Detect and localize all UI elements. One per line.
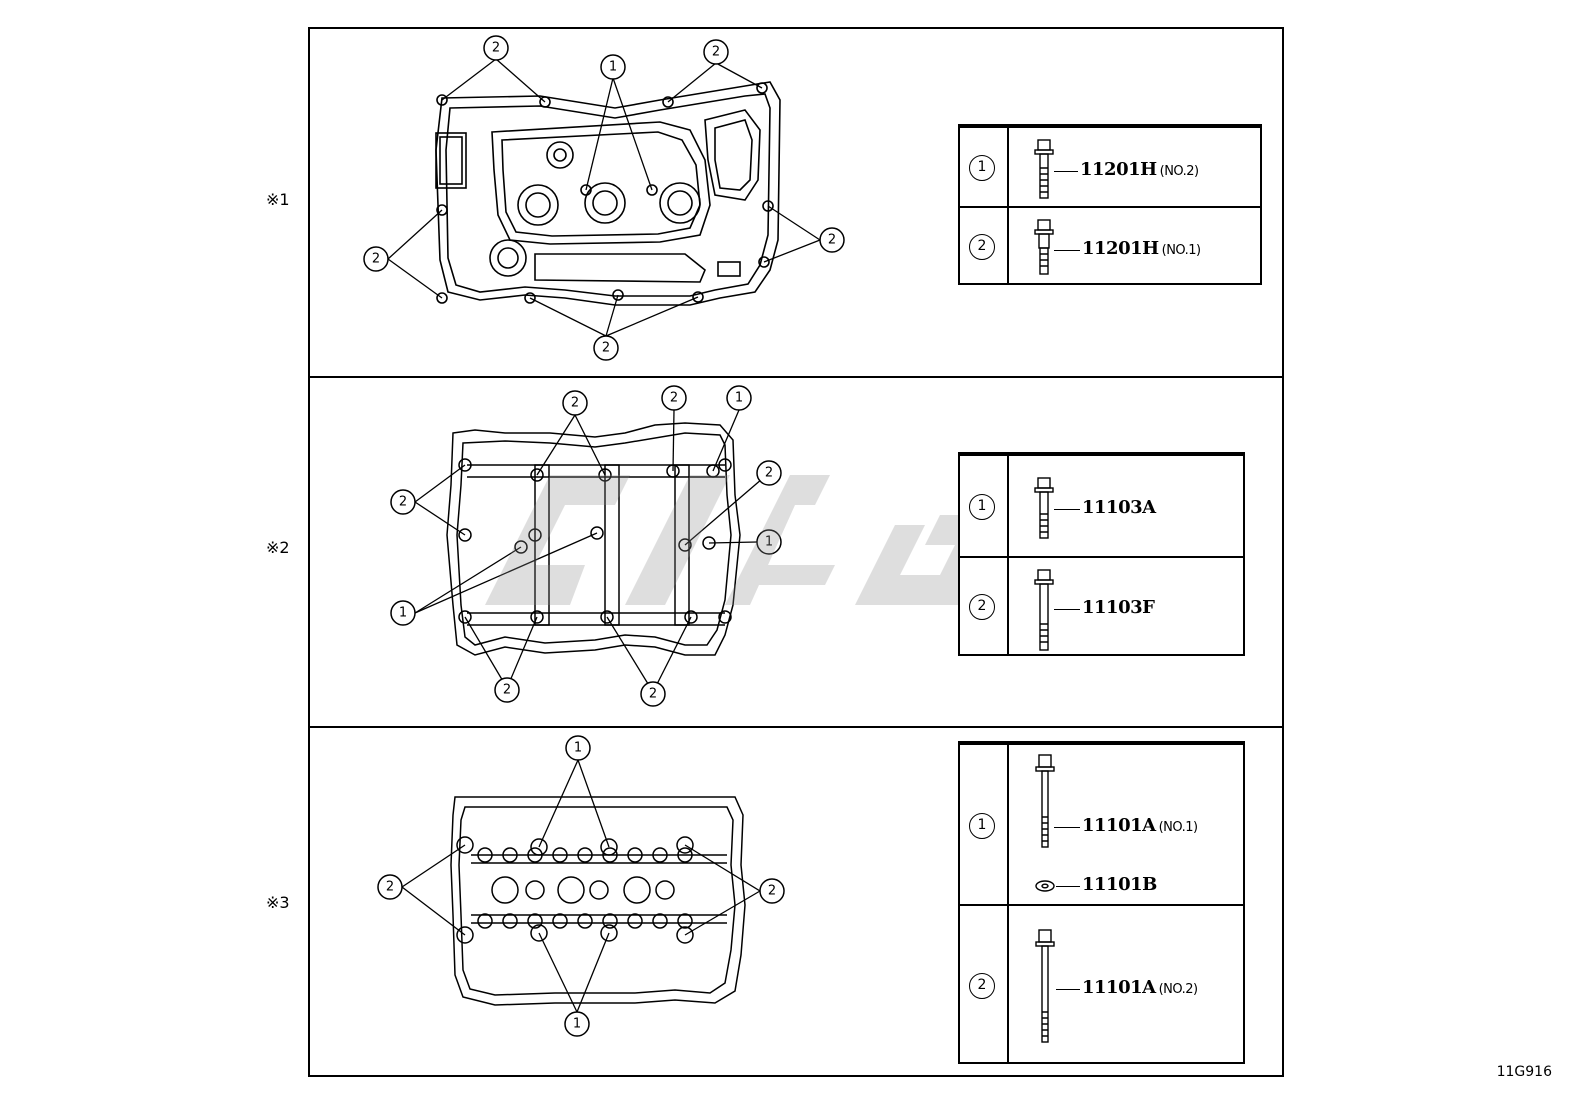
callout-2: 2 [765,466,773,481]
cylinder-head-cover-drawing: 2 1 2 2 2 2 [363,35,845,361]
legend-number: 1 [969,155,995,181]
callout-2: 2 [712,45,720,60]
legend-number: 2 [969,973,995,999]
legend-row: 2 11201H(NO.1) [960,206,1260,287]
section-mark-2: ※2 [266,538,290,557]
section-divider [308,726,1284,728]
callout-2: 2 [372,252,380,267]
callout-2: 2 [828,233,836,248]
leader-line [1054,509,1080,510]
part-code: 11201H(NO.2) [1080,159,1199,180]
legend-number: 2 [969,234,995,260]
section-divider [308,376,1284,378]
callout-2: 2 [768,884,776,899]
part-code-washer: 11101B [1082,874,1157,895]
diagram-code: 11G916 [1496,1064,1552,1080]
callout-2: 2 [649,687,657,702]
legend-row: 1 11201H(NO.2) [960,126,1260,208]
flange-bolt-icon [1034,569,1054,651]
part-code: 11201H(NO.1) [1082,238,1201,259]
leader-line [1056,886,1080,887]
legend-number: 1 [969,494,995,520]
legend-number-column [960,454,1009,654]
legend-number-column [960,126,1009,283]
part-code: 11103F [1082,597,1155,618]
callout-2: 2 [492,41,500,56]
flange-bolt-icon [1034,139,1054,199]
legend-row: 1 11101A(NO.1) 11101B [960,743,1243,906]
callout-1: 1 [574,741,582,756]
callout-1: 1 [735,391,743,406]
callout-2: 2 [399,495,407,510]
parts-legend-3: 1 11101A(NO.1) 11101B 2 11101A(NO.2) [958,741,1245,1064]
legend-number-column [960,743,1009,1062]
leader-line [1056,989,1080,990]
parts-legend-2: 1 11103A 2 11103F [958,452,1245,656]
callout-2: 2 [386,880,394,895]
leader-line [1054,609,1080,610]
callout-1: 1 [765,535,773,550]
legend-number: 2 [969,594,995,620]
callout-2: 2 [503,683,511,698]
diagram-frame [308,27,1284,1077]
leader-line [1054,827,1080,828]
legend-row: 2 11101A(NO.2) [960,904,1243,1066]
leader-line [1054,171,1078,172]
cylinder-head-drawing: 1 2 2 1 [377,735,785,1037]
legend-row: 2 11103F [960,556,1243,658]
leader-line [1054,250,1080,251]
callout-2: 2 [670,391,678,406]
callout-2: 2 [571,396,579,411]
section-mark-1: ※1 [266,190,290,209]
part-code: 11101A(NO.1) [1082,815,1198,836]
head-bolt-icon [1035,754,1055,848]
washer-icon [1035,880,1055,892]
part-code: 11103A [1082,497,1156,518]
callout-1: 1 [573,1017,581,1032]
callout-1: 1 [609,60,617,75]
part-code: 11101A(NO.2) [1082,977,1198,998]
callout-2: 2 [602,341,610,356]
section-mark-3: ※3 [266,893,290,912]
parts-legend-1: 1 11201H(NO.2) 2 11201H(NO.1) [958,124,1262,285]
flange-bolt-icon [1034,219,1054,275]
flange-bolt-icon [1034,477,1054,539]
callout-1: 1 [399,606,407,621]
legend-row: 1 11103A [960,454,1243,558]
head-bolt-icon [1035,929,1055,1043]
legend-number: 1 [969,813,995,839]
camshaft-housing-drawing: 2 2 1 2 1 2 1 2 2 [390,385,782,707]
